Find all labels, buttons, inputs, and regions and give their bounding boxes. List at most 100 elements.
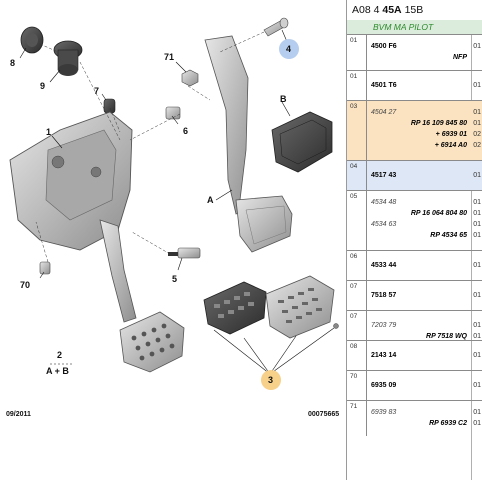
part-reference[interactable]: 7518 57 bbox=[371, 292, 397, 299]
part-reference[interactable]: 6935 09 bbox=[371, 382, 397, 389]
row-index: 04 bbox=[347, 161, 367, 190]
callout-A[interactable]: A bbox=[207, 195, 214, 205]
callout-71[interactable]: 71 bbox=[164, 52, 174, 62]
header-code: A08 4 bbox=[352, 4, 380, 16]
callout-4[interactable]: 4 bbox=[286, 44, 291, 54]
callout-5[interactable]: 5 bbox=[172, 274, 177, 284]
callout-8[interactable]: 8 bbox=[10, 58, 15, 68]
quantity: 01 bbox=[473, 82, 481, 89]
part-71-nut[interactable] bbox=[181, 69, 199, 87]
part-6-switch[interactable] bbox=[165, 106, 181, 120]
row-line: 4534 63 01 bbox=[371, 221, 482, 231]
quantity: 02 bbox=[473, 131, 481, 138]
part-reference[interactable]: 4501 T6 bbox=[371, 82, 397, 89]
callout-7[interactable]: 7 bbox=[94, 86, 99, 96]
parts-row[interactable]: 70 6935 09 01 bbox=[347, 370, 482, 400]
replacement-reference[interactable]: RP 16 064 804 80 bbox=[410, 210, 467, 217]
quantity: 01 bbox=[473, 109, 481, 116]
parts-row[interactable]: 71 6939 83 01 RP 6939 C2 01 bbox=[347, 400, 482, 436]
part-reference[interactable]: 4517 43 bbox=[371, 172, 397, 179]
quantity: 01 bbox=[473, 322, 481, 329]
row-index: 71 bbox=[347, 401, 367, 436]
callout-6[interactable]: 6 bbox=[183, 126, 188, 136]
part-5-sensor[interactable] bbox=[168, 247, 201, 259]
panel-header: A08 4 45A 15B bbox=[347, 0, 482, 20]
part-8-cap[interactable] bbox=[20, 26, 44, 54]
callout-A-plus-B[interactable]: A + B bbox=[46, 366, 69, 376]
part-reference[interactable]: 4534 48 bbox=[371, 199, 397, 206]
footer-date: 09/2011 bbox=[6, 411, 31, 418]
row-index: 05 bbox=[347, 191, 367, 250]
quantity: 01 bbox=[473, 221, 481, 228]
replacement-reference[interactable]: RP 4534 65 bbox=[430, 232, 467, 239]
part-9-bushing[interactable] bbox=[53, 40, 83, 76]
callout-2[interactable]: 2 bbox=[57, 350, 62, 360]
callout-9[interactable]: 9 bbox=[40, 81, 45, 91]
parts-row[interactable]: 04 4517 43 01 bbox=[347, 160, 482, 190]
quantity: 01 bbox=[473, 420, 481, 427]
row-line: RP 4534 65 01 bbox=[371, 232, 482, 242]
panel-subtitle: BVM MA PILOT bbox=[347, 20, 482, 34]
replacement-reference[interactable]: NFP bbox=[453, 54, 467, 61]
footer-ref-number: 00075665 bbox=[308, 411, 340, 418]
parts-row[interactable]: 01 4501 T6 01 bbox=[347, 70, 482, 100]
callout-3[interactable]: 3 bbox=[268, 375, 273, 385]
header-group: 45A bbox=[382, 4, 402, 16]
part-70-bolt[interactable] bbox=[39, 261, 51, 275]
row-index: 01 bbox=[347, 71, 367, 100]
callout-B[interactable]: B bbox=[280, 94, 287, 104]
part-reference[interactable]: 4534 63 bbox=[371, 221, 397, 228]
replacement-reference[interactable]: + 6914 A0 bbox=[434, 142, 467, 149]
replacement-reference[interactable]: + 6939 01 bbox=[435, 131, 467, 138]
parts-row[interactable]: 07 7203 79 01 RP 7518 WQ 01 bbox=[347, 310, 482, 340]
part-reference[interactable]: 4504 27 bbox=[371, 109, 397, 116]
quantity: 01 bbox=[473, 382, 481, 389]
quantity: 01 bbox=[473, 210, 481, 217]
replacement-reference[interactable]: RP 16 109 845 80 bbox=[410, 120, 467, 127]
quantity: 01 bbox=[473, 232, 481, 239]
row-index: 01 bbox=[347, 35, 367, 70]
part-reference[interactable]: 6939 83 bbox=[371, 409, 397, 416]
row-line: 7203 79 01 bbox=[371, 322, 482, 332]
callout-1[interactable]: 1 bbox=[46, 127, 51, 137]
row-line: 6935 09 01 bbox=[371, 382, 482, 392]
part-reference[interactable]: 4533 44 bbox=[371, 262, 397, 269]
callout-70[interactable]: 70 bbox=[20, 280, 30, 290]
part-4-pin[interactable] bbox=[263, 17, 289, 37]
part-reference[interactable]: 4500 F6 bbox=[371, 43, 397, 50]
row-index: 70 bbox=[347, 371, 367, 400]
leader-lines bbox=[19, 29, 335, 375]
row-line: 4501 T6 01 bbox=[371, 82, 482, 92]
part-A-pedal-arm[interactable] bbox=[204, 35, 293, 253]
part-reference[interactable]: 2143 14 bbox=[371, 352, 397, 359]
part-1-pedal-box[interactable] bbox=[9, 111, 185, 373]
part-7-clip[interactable] bbox=[103, 98, 116, 114]
quantity: 01 bbox=[473, 409, 481, 416]
exploded-parts-diagram: 8 9 71 4 7 B 6 1 A 5 70 2 A + B 3 bbox=[9, 17, 339, 390]
row-index: 07 bbox=[347, 311, 367, 340]
replacement-reference[interactable]: RP 7518 WQ bbox=[426, 333, 467, 340]
row-line: RP 6939 C2 01 bbox=[371, 420, 482, 430]
part-reference[interactable]: 7203 79 bbox=[371, 322, 397, 329]
row-line: 4517 43 01 bbox=[371, 172, 482, 182]
row-line: + 6939 01 02 bbox=[371, 131, 482, 141]
callout-3-highlight bbox=[261, 370, 281, 390]
quantity: 01 bbox=[473, 172, 481, 179]
row-line: 2143 14 01 bbox=[371, 352, 482, 362]
quantity: 02 bbox=[473, 142, 481, 149]
quantity: 01 bbox=[473, 352, 481, 359]
row-index: 06 bbox=[347, 251, 367, 280]
replacement-reference[interactable]: RP 6939 C2 bbox=[429, 420, 467, 427]
quantity: 01 bbox=[473, 333, 481, 340]
part-B-pedal-pad[interactable] bbox=[271, 111, 333, 173]
part-3-pad-set[interactable] bbox=[203, 275, 339, 339]
